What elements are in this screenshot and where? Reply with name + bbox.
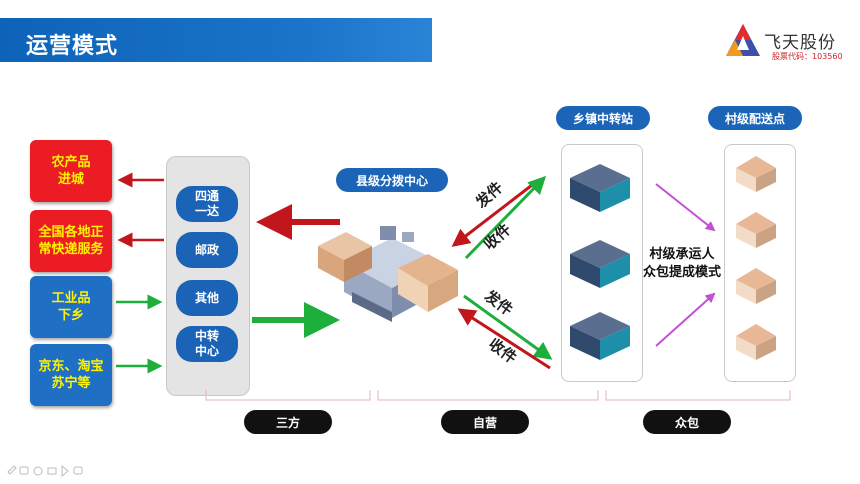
source-line: 全国各地正 [38,225,104,240]
village-house-icon [736,212,776,248]
segment-crowdsourced: 众包 [643,410,731,434]
crowd-mode-line: 村级承运人 [649,247,715,262]
arrow-hub-to-town-upper [464,175,547,260]
crowd-mode-line: 众包提成模式 [642,265,721,280]
carrier-transfer-center: 中转中心 [176,326,238,362]
carrier-sitongyida: 四通一达 [176,186,238,222]
village-house-icon [736,268,776,304]
source-box-agri: 农产品进城 [30,140,112,202]
source-line: 常快递服务 [38,242,104,257]
source-box-ecommerce: 京东、淘宝苏宁等 [30,344,112,406]
company-logo-icon [726,24,760,56]
source-line: 苏宁等 [51,376,91,391]
stock-code: 股票代码：103560 [772,52,843,61]
segment-self-operated: 自营 [441,410,529,434]
source-line: 工业品 [51,291,91,306]
carrier-line: 中转 [194,329,219,343]
carrier-line: 邮政 [194,242,219,257]
title-bar [0,18,432,62]
village-point-label: 村级配送点 [708,106,802,130]
town-station-label: 乡镇中转站 [556,106,650,130]
county-hub-building-icon [318,226,458,322]
warehouse-icon [570,164,630,212]
warehouse-icon [570,312,630,360]
arrow-town-to-hub-lower [457,308,551,370]
source-box-express: 全国各地正常快递服务 [30,210,112,272]
village-house-icon [736,324,776,360]
source-line: 京东、淘宝 [38,359,104,374]
carrier-line: 中心 [194,344,219,358]
arrow-crowd-lower [655,292,716,347]
carrier-youzheng: 邮政 [176,232,238,268]
carrier-line: 四通 [194,189,219,203]
carrier-line: 一达 [194,204,219,218]
page-title: 运营模式 [26,34,119,59]
source-line: 进城 [57,172,84,187]
source-box-industrial: 工业品下乡 [30,276,112,338]
arrow-crowd-upper [655,183,716,232]
warehouse-icon [570,240,630,288]
segment-brackets [205,390,791,401]
slide-toolbar-icons[interactable] [7,464,83,478]
village-house-icon [736,156,776,192]
arrow-town-to-hub-upper [451,180,537,247]
company-name: 飞天股份 [764,33,836,53]
arrow-hub-to-town-lower [463,294,553,360]
carrier-line: 其他 [194,290,219,305]
crowd-mode-text: 村级承运人 众包提成模式 [636,246,728,282]
carrier-other: 其他 [176,280,238,316]
source-line: 农产品 [51,155,91,170]
county-center-label: 县级分拨中心 [336,168,448,192]
source-line: 下乡 [57,308,84,323]
segment-third-party: 三方 [244,410,332,434]
